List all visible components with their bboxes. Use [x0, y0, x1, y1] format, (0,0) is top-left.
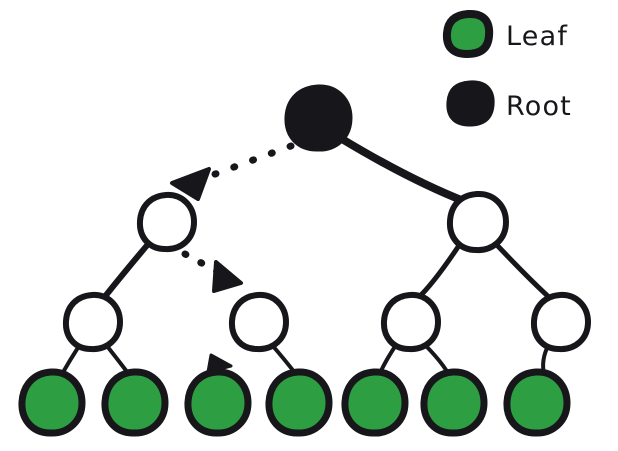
node-right-left[interactable] [380, 291, 441, 353]
node-left-left[interactable] [62, 291, 123, 353]
edge-left-right-to-leaf-4 [270, 343, 297, 375]
edge-left-left-to-leaf-1 [60, 344, 81, 376]
node-root[interactable] [284, 84, 353, 152]
legend-item-leaf[interactable]: Leaf [442, 9, 568, 58]
node-leaf-4[interactable] [265, 368, 333, 437]
edge-right-mid-to-right-right [492, 240, 554, 302]
node-leaf-2[interactable] [101, 368, 169, 437]
node-leaf-3[interactable] [184, 368, 252, 437]
edge-left-mid-to-left-left [100, 240, 152, 302]
node-leaf-6[interactable] [420, 368, 488, 437]
edge-right-left-to-leaf-5 [378, 343, 398, 375]
legend: Leaf Root [442, 9, 572, 127]
node-right-mid[interactable] [446, 190, 509, 254]
arrow-root-to-left-path [195, 142, 295, 184]
node-layer [18, 84, 591, 437]
leaf-swatch-icon [442, 9, 494, 58]
arrow-left-to-left-right-path [181, 250, 222, 276]
node-right-right[interactable] [530, 291, 591, 353]
node-leaf-1[interactable] [18, 368, 86, 437]
legend-label-leaf: Leaf [506, 21, 568, 52]
node-leaf-5[interactable] [341, 368, 409, 437]
edge-right-left-to-leaf-6 [423, 343, 450, 375]
legend-label-root: Root [506, 91, 572, 122]
node-left-right[interactable] [228, 291, 289, 353]
edge-left-left-to-leaf-2 [105, 344, 130, 375]
legend-item-root[interactable]: Root [446, 80, 572, 127]
edge-right-mid-to-right-left [415, 241, 463, 301]
traversal-arrow-layer [170, 142, 295, 374]
arrow-left-to-left-right-head [212, 260, 243, 293]
arrow-root-to-left-head [170, 167, 211, 201]
root-swatch-icon [446, 80, 495, 127]
node-left-mid[interactable] [136, 191, 197, 253]
edge-layer [60, 135, 554, 376]
node-leaf-7[interactable] [503, 368, 571, 437]
edge-root-to-right-mid [338, 135, 470, 206]
